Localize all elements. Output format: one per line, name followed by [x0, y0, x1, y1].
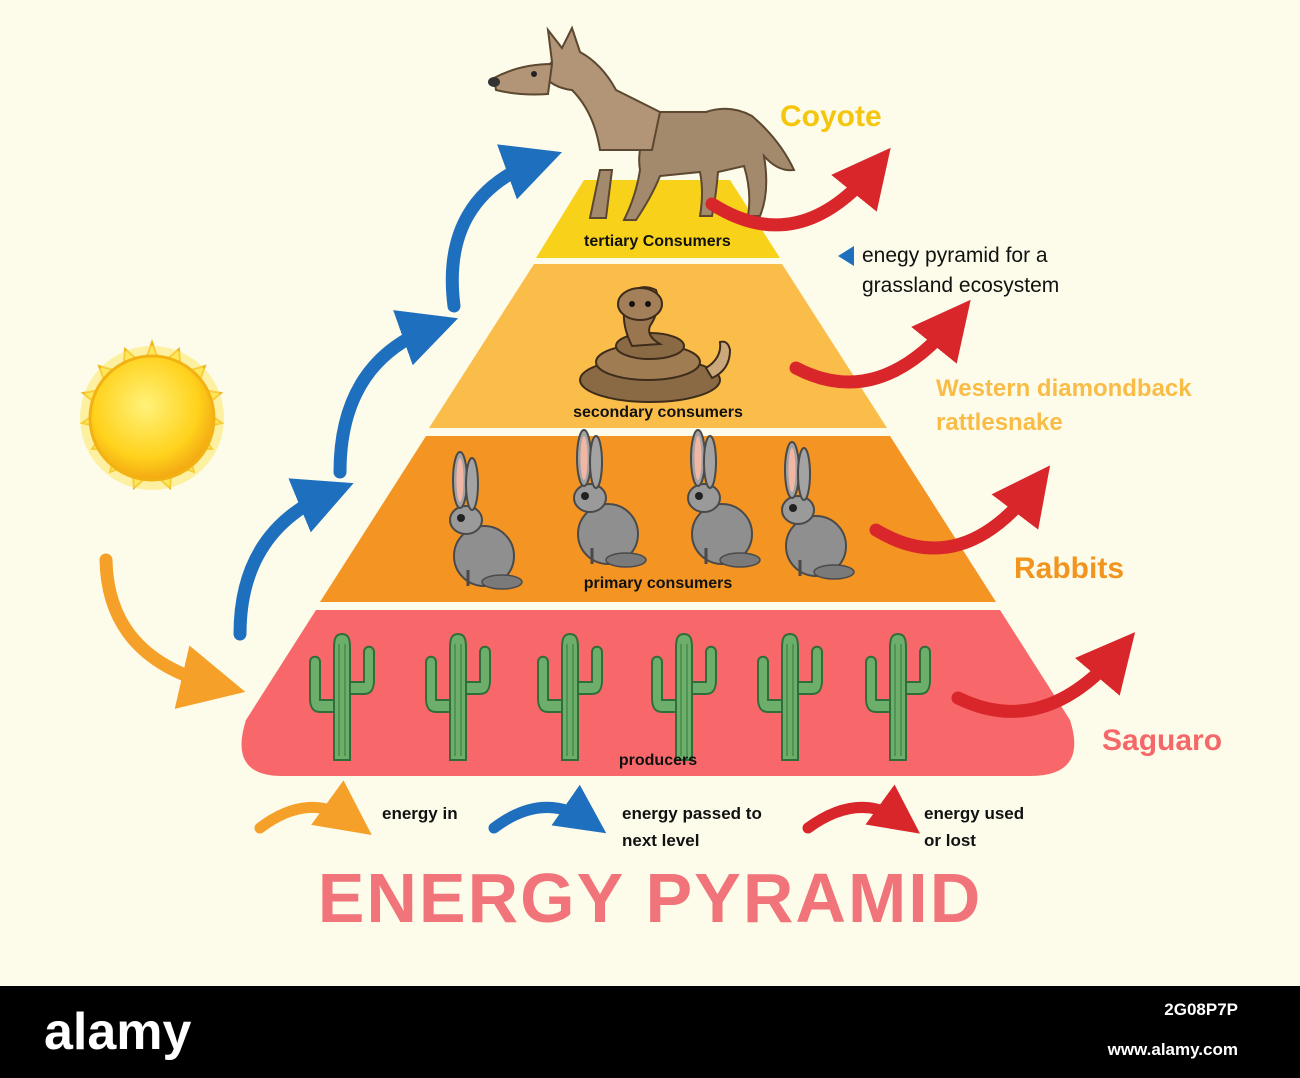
diagram-canvas — [79, 25, 1136, 835]
primary-level-label: primary consumers — [583, 575, 733, 592]
rattlesnake-label-line1: Western diamondback — [936, 375, 1192, 402]
energy-in-arrow — [99, 553, 246, 709]
pyramid-note-line1: enegy pyramid for a — [862, 244, 1048, 267]
energy-passed-arrow — [233, 478, 354, 641]
legend-energy-passed: energy passed to next level — [622, 800, 762, 854]
legend-energy-passed-arrow — [488, 784, 607, 834]
legend-energy-in-arrow — [254, 780, 372, 835]
energy-lost-arrow — [789, 299, 971, 389]
watermark-url: www.alamy.com — [1107, 1040, 1238, 1059]
energy-passed-arrow — [333, 310, 459, 479]
legend-energy-passed-line2: next level — [622, 831, 700, 850]
energy-lost-arrow — [869, 465, 1051, 555]
note-pointer-icon — [838, 246, 854, 266]
saguaro-label: Saguaro — [1102, 724, 1223, 757]
pyramid-note-line2: grassland ecosystem — [862, 274, 1060, 297]
legend-energy-lost-arrow — [802, 784, 921, 834]
secondary-level-label: secondary consumers — [573, 404, 743, 421]
rabbits-label: Rabbits — [1014, 552, 1125, 585]
sun-icon — [79, 338, 225, 491]
pyramid-note: enegy pyramid for a grassland ecosystem — [862, 241, 1059, 301]
legend-energy-passed-line1: energy passed to — [622, 804, 762, 823]
coyote-label: Coyote — [780, 100, 882, 133]
legend-energy-lost: energy used or lost — [924, 800, 1024, 854]
energy-lost-arrow — [951, 632, 1136, 718]
page-title: ENERGY PYRAMID — [317, 859, 983, 937]
watermark-brand: alamy — [44, 1003, 192, 1061]
watermark-footer: alamy 2G08P7P www.alamy.com — [0, 986, 1300, 1078]
tertiary-level-label: tertiary Consumers — [584, 233, 731, 250]
watermark-ref: 2G08P7P — [1164, 1000, 1238, 1019]
coyote-icon — [488, 25, 796, 221]
energy-lost-arrow — [705, 147, 891, 232]
producers-level-label: producers — [618, 752, 698, 769]
rattlesnake-label: Western diamondback rattlesnake — [936, 372, 1192, 440]
legend-energy-in: energy in — [382, 804, 458, 823]
legend-energy-lost-line1: energy used — [924, 804, 1025, 823]
rattlesnake-icon — [579, 286, 732, 403]
rattlesnake-label-line2: rattlesnake — [936, 409, 1063, 436]
energy-passed-arrow — [445, 144, 563, 313]
legend-energy-lost-line2: or lost — [924, 831, 976, 850]
